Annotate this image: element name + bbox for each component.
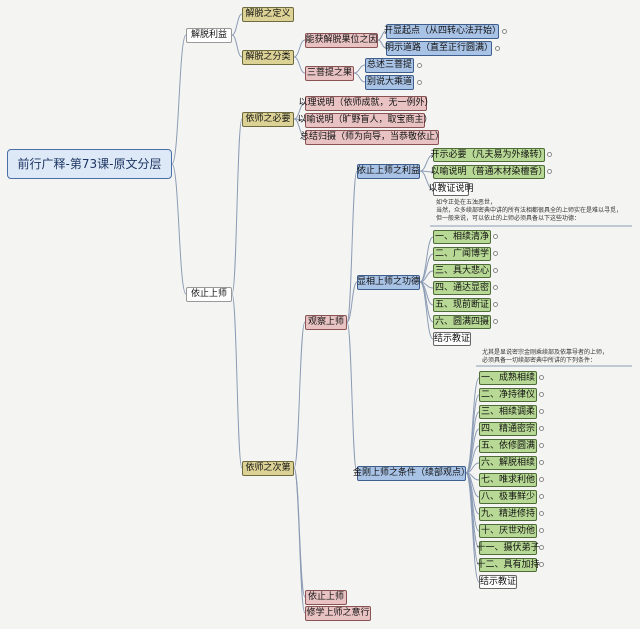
connector-line [465,472,480,583]
topic-show-path[interactable]: 明示道路（直至正行圆满） [385,41,493,56]
expand-toggle-icon[interactable] [493,319,498,324]
connector-line [377,39,387,49]
note-line: 必须具备一切续部密典中所讲的下列条件： [482,357,597,364]
expand-toggle-icon[interactable] [493,285,498,290]
topic-exoteric-guru-qualities[interactable]: 显相上师之功德 [357,275,420,290]
connector-line [346,170,358,323]
topic-condition-item[interactable]: 十二、具有加持 [477,558,540,572]
topic-condition-item[interactable]: 十一、摄伏弟子 [477,541,540,555]
topic-order-of-reliance[interactable]: 依师之次第 [242,461,294,476]
topic-condition-item[interactable]: 四、精通密宗 [479,422,537,436]
expand-toggle-icon[interactable] [493,234,498,239]
expand-toggle-icon[interactable] [495,46,500,51]
expand-toggle-icon[interactable] [539,409,544,414]
expand-toggle-icon[interactable] [493,251,498,256]
topic-three-bodhi-fruit[interactable]: 三菩提之果 [305,66,354,81]
topic-virtue-item[interactable]: 四、通达显密 [433,281,491,295]
topic-condition-item[interactable]: 八、极事鲜少 [479,490,537,504]
connector-line [231,34,243,58]
topic-liberation-definition[interactable]: 解脱之定义 [242,7,294,22]
topic-condition-item[interactable]: 五、依修圆满 [479,439,537,453]
connector-line [419,236,434,283]
topic-condition-item[interactable]: 十、厌世劝他 [479,524,537,538]
connector-line [293,467,306,614]
connector-line [346,281,358,323]
connector-line [231,118,243,295]
topic-condition-item[interactable]: 三、相续调柔 [479,405,537,419]
topic-condition-item[interactable]: 九、精进修持 [479,507,537,521]
expand-toggle-icon[interactable] [547,152,552,157]
topic-metaphor-explanation[interactable]: 以喻说明（旷野盲人，取宝商主） [298,113,433,128]
note-line: 但一般来说，可以依止的上师必须具备以下这些功德： [436,215,581,222]
note-conditions-intro: 尤其是显说密宗金刚乘续部及依靠导者的上师， 必须具备一切续部密典中所讲的下列条件… [482,349,608,365]
connector-line [419,281,434,340]
topic-condition-item[interactable]: 六、解脱相续 [479,456,537,470]
expand-toggle-icon[interactable] [539,494,544,499]
topic-liberation-classification[interactable]: 解脱之分类 [242,50,294,65]
topic-benefit-of-reliance[interactable]: 依止上师之利益 [357,164,420,179]
expand-toggle-icon[interactable] [547,169,552,174]
expand-toggle-icon[interactable] [502,29,507,34]
connector-line [231,13,243,36]
topic-condition-item[interactable]: 七、唯求利他 [479,473,537,487]
expand-toggle-icon[interactable] [539,528,544,533]
topic-virtue-item[interactable]: 三、具大悲心 [433,264,491,278]
topic-vajra-guru-conditions[interactable]: 金刚上师之条件（续部观点） [353,466,470,481]
topic-condition-item[interactable]: 结示教证 [479,575,517,589]
expand-toggle-icon[interactable] [539,460,544,465]
expand-toggle-icon[interactable] [539,392,544,397]
topic-necessity-of-guru[interactable]: 依师之必要 [242,112,294,127]
note-line: 尤其是显说密宗金刚乘续部及依靠导者的上师， [482,349,609,356]
topic-benefit-item[interactable]: 以教证说明 [429,182,474,196]
topic-benefit-item[interactable]: 开示必要（凡夫易为外缘转） [431,148,548,162]
connector-line [171,163,187,295]
note-qualities-intro: 如今正处在五浊恶世， 当然，众多续部密典中讲的所有法相都很具全的上师实在是难以寻… [436,199,622,223]
topic-virtue-item[interactable]: 二、广闻博学 [433,247,491,261]
topic-follow-guru[interactable]: 依止上师 [305,590,347,605]
expand-toggle-icon[interactable] [493,302,498,307]
topic-benefit-item[interactable]: 以喻说明（普通木材染檀香） [431,165,548,179]
expand-toggle-icon[interactable] [539,443,544,448]
expand-toggle-icon[interactable] [539,545,544,550]
connector-line [293,118,306,138]
expand-toggle-icon[interactable] [417,63,422,68]
topic-virtue-item[interactable]: 结示教证 [433,332,471,346]
topic-summary[interactable]: 总结归摄（师为向导，当恭敬依止） [300,130,444,145]
topic-condition-item[interactable]: 一、成熟相续 [479,371,537,385]
topic-mahayana-path[interactable]: 别说大乘道 [365,75,414,90]
topic-rely-guru[interactable]: 依止上师 [186,287,232,302]
connector-line [346,321,358,474]
connector-line [293,39,306,58]
expand-toggle-icon[interactable] [417,80,422,85]
note-line: 如今正处在五浊恶世， [436,199,497,206]
root-topic[interactable]: 前行广释-第73课-原文分层 [7,149,172,179]
expand-toggle-icon[interactable] [539,375,544,380]
topic-reason-explanation[interactable]: 以理说明（依师成就，无一例外） [299,96,434,111]
connector-line [293,321,306,469]
topic-three-bodhi-overview[interactable]: 总述三菩提 [365,58,414,73]
topic-virtue-item[interactable]: 一、相续清净 [433,230,491,244]
connector-line [171,34,187,165]
expand-toggle-icon[interactable] [539,511,544,516]
topic-observe-guru[interactable]: 观察上师 [305,315,347,330]
expand-toggle-icon[interactable] [539,426,544,431]
expand-toggle-icon[interactable] [493,268,498,273]
connector-line [231,293,243,469]
note-line: 当然，众多续部密典中讲的所有法相都很具全的上师实在是难以寻觅， [436,207,623,214]
topic-virtue-item[interactable]: 六、圆满四摄 [433,315,491,329]
topic-liberation-benefit[interactable]: 解脱利益 [186,28,232,43]
topic-learn-guru-conduct[interactable]: 修学上师之意行 [305,606,371,621]
connector-line [353,72,366,83]
topic-condition-item[interactable]: 二、净持律仪 [479,388,537,402]
topic-virtue-item[interactable]: 五、现前断证 [433,298,491,312]
connector-line [353,64,366,74]
expand-toggle-icon[interactable] [539,477,544,482]
expand-toggle-icon[interactable] [539,562,544,567]
connector-line [293,56,306,74]
connector-line [419,170,434,190]
topic-cause-of-liberation[interactable]: 能获解脱果位之因 [305,33,378,48]
topic-reveal-start[interactable]: 开显起点（从四转心法开始） [384,24,501,39]
